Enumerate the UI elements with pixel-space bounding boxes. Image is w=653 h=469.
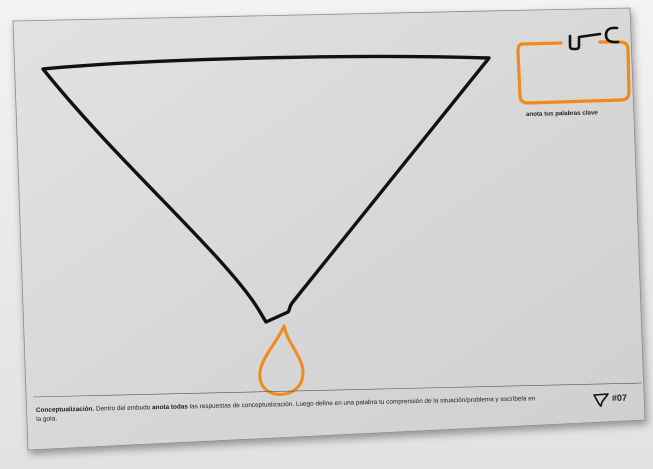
caption-emphasis: anota todas — [152, 403, 188, 411]
caption-line2: la gota. — [36, 415, 57, 422]
caption-lead: Conceptualización. — [36, 406, 95, 414]
paper-sheet — [13, 8, 645, 450]
sheet-number: #07 — [612, 393, 627, 403]
caption-part1: Dentro del embudo — [94, 404, 152, 412]
